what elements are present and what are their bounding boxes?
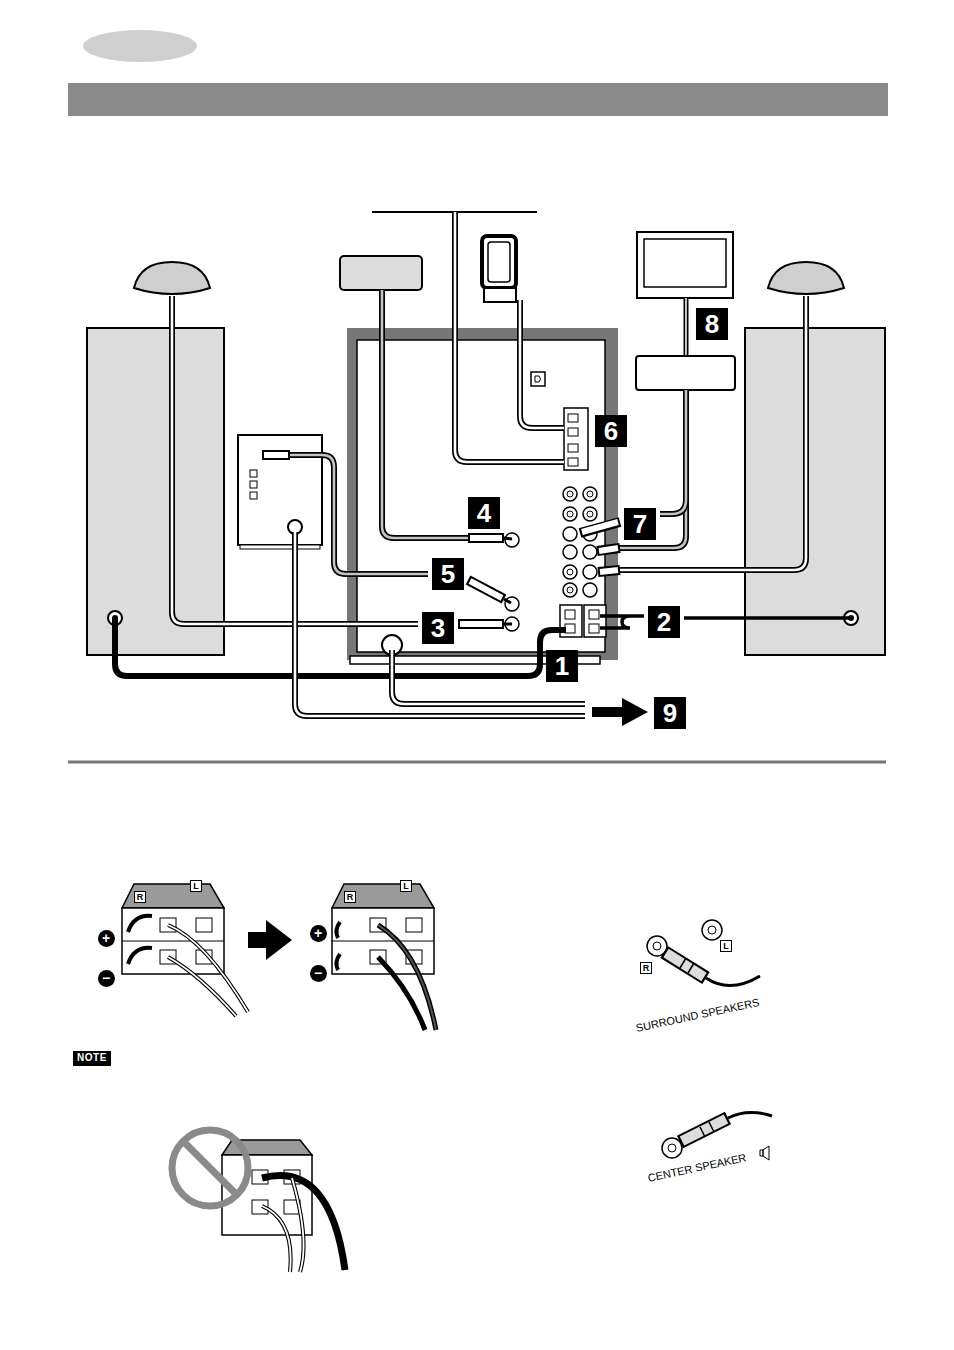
node-text: 8 (705, 311, 719, 337)
terminal-label: L (190, 880, 202, 892)
callout-number: 2 (648, 606, 680, 638)
polarity-sign: − (98, 970, 115, 987)
node-text: L (193, 882, 199, 891)
node-text: 5 (441, 561, 455, 587)
node-text: 6 (604, 418, 618, 444)
node-text: 9 (663, 700, 677, 726)
node-text: 7 (633, 511, 647, 537)
callout-number: 6 (595, 415, 627, 447)
terminal-label: R (640, 962, 652, 974)
label-text: CENTER SPEAKER (647, 1151, 748, 1184)
terminal-label: R (344, 891, 356, 903)
node-text: + (102, 931, 110, 945)
terminal-label: L (720, 940, 732, 952)
callout-number: 9 (654, 697, 686, 729)
node-text: − (314, 966, 322, 980)
polarity-sign: + (98, 930, 115, 947)
jack-caption: CENTER SPEAKER (647, 1151, 748, 1184)
callout-number: 5 (432, 558, 464, 590)
polarity-sign: − (310, 965, 327, 982)
terminal-label: R (134, 891, 146, 903)
polarity-sign: + (310, 925, 327, 942)
node-text: L (723, 942, 729, 951)
callout-number: 4 (468, 497, 500, 529)
node-text: R (137, 893, 144, 902)
node-text: 3 (431, 615, 445, 641)
node-text: NOTE (77, 1053, 107, 1063)
label-text: SURROUND SPEAKERS (635, 996, 761, 1034)
node-text: 2 (657, 609, 671, 635)
jack-caption: SURROUND SPEAKERS (635, 996, 761, 1034)
callout-number: 3 (422, 612, 454, 644)
terminal-label: L (400, 880, 412, 892)
node-text: + (314, 926, 322, 940)
node-text: 4 (477, 500, 491, 526)
node-text: L (403, 882, 409, 891)
note-badge: NOTE (73, 1051, 111, 1066)
callout-number: 1 (546, 650, 578, 682)
callout-number: 8 (696, 308, 728, 340)
node-text: − (102, 971, 110, 985)
callout-number: 7 (624, 508, 656, 540)
node-text: R (643, 964, 650, 973)
node-text: R (347, 893, 354, 902)
node-text: 1 (555, 653, 569, 679)
